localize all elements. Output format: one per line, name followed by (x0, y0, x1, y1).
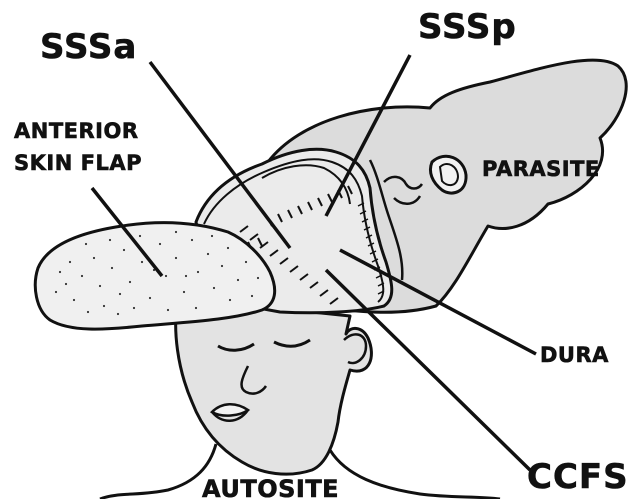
label-anterior-line2: SKIN FLAP (14, 151, 142, 175)
label-ccfs: CCFS (527, 457, 629, 497)
label-parasite: PARASITE (482, 157, 600, 181)
anterior-skin-flap (35, 223, 274, 329)
autosite-head (176, 298, 372, 474)
autosite-neck (100, 444, 216, 499)
autosite-shoulder-right (330, 450, 500, 499)
label-sssa: SSSa (40, 27, 137, 67)
label-anterior-line1: ANTERIOR (14, 119, 139, 143)
label-autosite: AUTOSITE (202, 475, 339, 499)
label-sssp: SSSp (418, 7, 517, 47)
label-dura: DURA (540, 343, 609, 367)
